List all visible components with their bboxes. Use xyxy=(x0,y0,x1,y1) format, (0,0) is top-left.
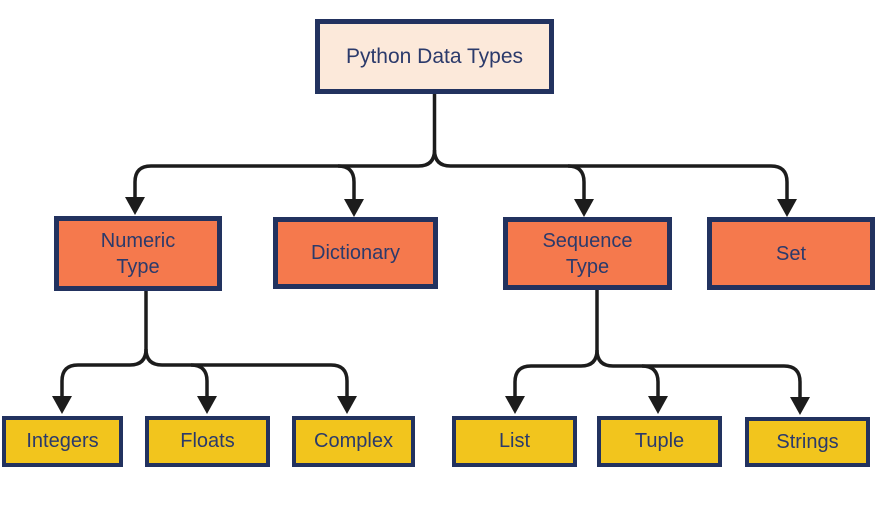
node-label: Integers xyxy=(26,430,99,452)
node-label: Set xyxy=(775,242,807,265)
node-label: List xyxy=(498,430,531,452)
node-label: Dictionary xyxy=(311,242,400,264)
node-integers: Integers xyxy=(2,416,123,467)
arrowhead-strings xyxy=(790,397,810,415)
node-python-data-types: Python Data Types xyxy=(315,19,554,94)
node-dictionary: Dictionary xyxy=(273,217,438,289)
edge-root-to-dictionary xyxy=(337,164,356,201)
node-label: Floats xyxy=(180,430,235,452)
node-floats: Floats xyxy=(145,416,270,467)
node-label: Strings xyxy=(776,430,839,453)
edge-root-to-sequence xyxy=(567,164,586,201)
edge-numeric-to-floats xyxy=(190,363,209,398)
node-strings: Strings xyxy=(745,417,870,467)
arrowhead-numeric xyxy=(125,197,145,215)
arrowhead-tuple xyxy=(648,396,668,414)
edge-sequence-to-list xyxy=(513,349,599,398)
node-label: Python Data Types xyxy=(345,44,524,68)
node-list: List xyxy=(452,416,577,467)
arrowhead-sequence xyxy=(574,199,594,217)
node-numeric-type: Numeric Type xyxy=(54,216,222,291)
arrowhead-floats xyxy=(197,396,217,414)
edge-numeric-to-integers xyxy=(60,348,148,398)
edge-sequence-to-tuple xyxy=(641,364,660,398)
node-label: Numeric Type xyxy=(100,229,176,278)
node-set: Set xyxy=(707,217,875,290)
arrowhead-dictionary xyxy=(344,199,364,217)
edge-sequence-to-strings xyxy=(595,349,802,399)
node-sequence-type: Sequence Type xyxy=(503,217,672,290)
edge-root-to-set xyxy=(432,149,789,200)
edge-numeric-to-complex xyxy=(144,348,349,398)
edges-from-root xyxy=(125,92,797,217)
arrowhead-integers xyxy=(52,396,72,414)
edges-from-numeric xyxy=(52,290,357,414)
arrowhead-list xyxy=(505,396,525,414)
arrowhead-complex xyxy=(337,396,357,414)
node-complex: Complex xyxy=(292,416,415,467)
edges-from-sequence xyxy=(505,289,810,415)
arrowhead-set xyxy=(777,199,797,217)
node-label: Sequence Type xyxy=(542,229,633,278)
node-tuple: Tuple xyxy=(597,416,722,467)
node-label: Tuple xyxy=(634,430,685,452)
node-label: Complex xyxy=(314,430,393,452)
edge-root-to-numeric xyxy=(133,149,437,199)
